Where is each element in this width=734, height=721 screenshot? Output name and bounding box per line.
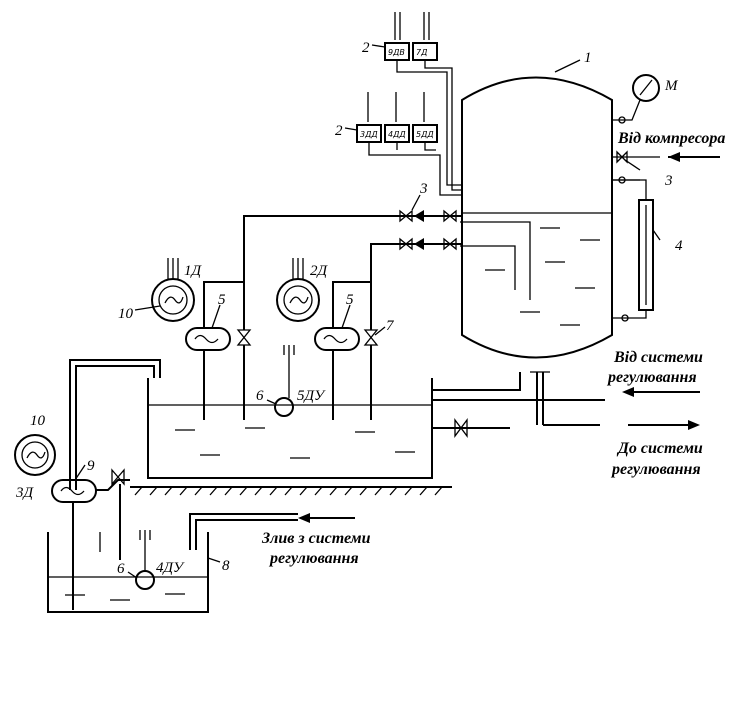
caption-from-system-line1: Від системи: [613, 349, 703, 366]
caption-drain-line1: Злив з системи: [261, 530, 371, 547]
label-drain-tank: 8: [222, 558, 230, 574]
label-motor-4: 4ДУ: [156, 560, 185, 576]
callout-leaders: [74, 44, 661, 579]
drain-tank: [47, 513, 298, 613]
pipe-lower: [370, 237, 462, 330]
motor-2: [276, 258, 320, 322]
label-motor-low: 10: [30, 413, 46, 429]
caption-from-system-line2: регулювання: [606, 369, 697, 386]
label-valve-3-left: 3: [419, 181, 428, 197]
manometer: [612, 74, 660, 124]
label-relay-7: 7Д: [416, 48, 427, 57]
label-motor-1: 1Д: [184, 263, 203, 279]
motor-1: [151, 258, 195, 322]
label-relay-5: 5ДД: [416, 130, 434, 139]
label-filter-left: 5: [218, 292, 226, 308]
label-motor-3: 3Д: [15, 485, 35, 501]
label-motor-left: 10: [118, 306, 134, 322]
label-manometer: М: [664, 78, 679, 94]
label-pump-small: 6: [117, 561, 125, 577]
return-line-left: [14, 359, 161, 610]
valve-check-right: [363, 329, 379, 346]
label-filter-low: 9: [87, 458, 95, 474]
label-relay-mid: 2: [335, 123, 343, 139]
relay-group-top: [384, 12, 462, 191]
label-motor-2: 2Д: [310, 263, 329, 279]
caption-drain-line2: регулювання: [268, 550, 359, 567]
caption-to-system-line2: регулювання: [610, 461, 701, 478]
label-valve-3-right: 3: [664, 173, 673, 189]
label-filter-right: 5: [346, 292, 354, 308]
valve-check-left: [236, 329, 252, 346]
label-relay-4: 4ДД: [388, 130, 406, 139]
level-gauge-glass: [612, 179, 654, 322]
filter-5-right: [314, 281, 371, 420]
pipe-upper: [243, 209, 462, 330]
label-relay-3: 3ДД: [360, 130, 378, 139]
relay-group-mid: [356, 92, 462, 196]
label-glass-gauge: 4: [675, 238, 683, 254]
label-receiver: 1: [584, 50, 592, 66]
label-relay-9: 9ДВ: [388, 48, 405, 57]
filter-5-left: [185, 281, 244, 420]
main-oil-tank: [130, 345, 605, 496]
label-valve-7: 7: [386, 318, 395, 334]
caption-to-system-line1: До системи: [616, 440, 703, 457]
label-pump-main: 6: [256, 388, 264, 404]
flow-arrows: [298, 387, 700, 523]
label-relay-top: 2: [362, 40, 370, 56]
air-oil-receiver: [460, 76, 613, 425]
caption-from-compressor: Від компресора: [617, 130, 725, 147]
label-motor-5: 5ДУ: [297, 388, 326, 404]
